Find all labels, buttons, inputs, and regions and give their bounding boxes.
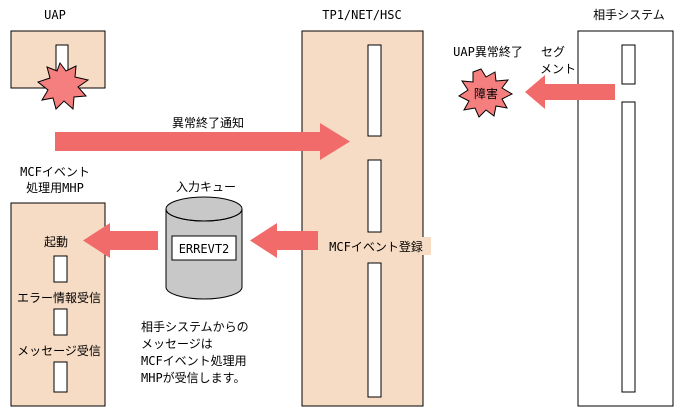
message-recv-label: メッセージ受信 [17, 344, 101, 358]
note-line2: メッセージは [141, 337, 213, 351]
mcf-event-title-line1: MCFイベント [20, 165, 90, 179]
fault-label: 障害 [474, 86, 498, 101]
uap-failure-burst [36, 61, 90, 111]
tp1-process-bar-1 [367, 44, 382, 137]
abnormal-notify-label: 異常終了通知 [172, 115, 244, 130]
mcf-register-label: MCFイベント登録 [329, 239, 423, 254]
startup-label: 起動 [44, 235, 68, 249]
note-line3: MCFイベント処理用 [141, 354, 247, 368]
note-line4: MHPが受信します。 [141, 370, 245, 385]
input-queue-label: 入力キュー [176, 180, 236, 194]
fault-burst [458, 68, 514, 118]
tp1-process-bar-3 [367, 262, 382, 398]
startup-arrow [83, 223, 158, 258]
uap-title: UAP [44, 8, 66, 22]
error-info-recv-label: エラー情報受信 [17, 291, 101, 305]
abnormal-notify-arrow [55, 123, 350, 160]
fault-arrow [525, 75, 615, 109]
tp1-panel [301, 30, 424, 407]
errevt2-label: ERREVT2 [179, 242, 230, 256]
mcf-register-label-bg [321, 237, 431, 255]
errevt2-box [171, 235, 237, 261]
partner-process-bar-1 [621, 44, 636, 85]
uap-abnormal-label: UAP異常終了 [453, 44, 523, 59]
mhp-process-bar-3 [53, 361, 68, 393]
mcf-event-title-line2: 処理用MHP [26, 181, 84, 195]
input-queue-cylinder [165, 196, 243, 300]
mcf-register-arrow [250, 223, 318, 258]
mhp-process-bar-2 [53, 308, 68, 336]
note-line1: 相手システムからの [141, 320, 249, 334]
tp1-process-bar-2 [367, 159, 382, 233]
mhp-process-bar-1 [53, 255, 68, 283]
partner-process-bar-2 [621, 101, 636, 393]
segment-label-line2: メント [540, 62, 576, 76]
tp1-title: TP1/NET/HSC [322, 8, 401, 22]
partner-title: 相手システム [593, 8, 665, 22]
segment-label-line1: セグ [541, 45, 565, 59]
